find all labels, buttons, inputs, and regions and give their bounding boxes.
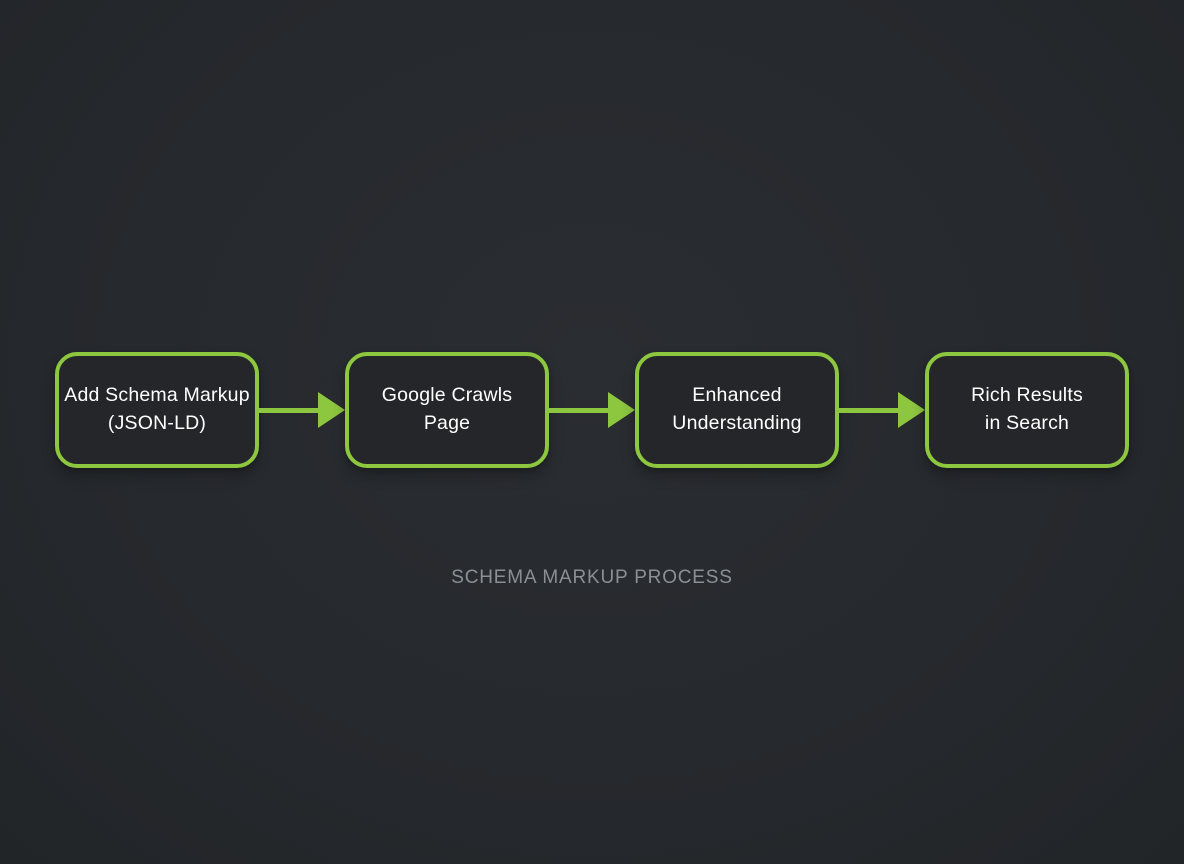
arrow-head bbox=[898, 392, 925, 428]
node-label-line: Add Schema Markup bbox=[64, 384, 250, 407]
node-label-line: (JSON-LD) bbox=[107, 412, 207, 434]
node-label-line: Rich Results bbox=[971, 384, 1083, 407]
node-label-line: Page bbox=[423, 412, 471, 434]
flow-node-add-schema-markup: Add Schema Markup (JSON-LD) bbox=[55, 352, 259, 468]
node-label-line: Enhanced bbox=[692, 384, 782, 407]
node-label-line: Understanding bbox=[672, 412, 802, 434]
arrow-right-icon bbox=[839, 392, 925, 428]
arrow-shaft bbox=[259, 407, 318, 413]
node-label-line: Google Crawls bbox=[381, 384, 513, 407]
arrow-shaft bbox=[839, 407, 898, 413]
diagram-caption: SCHEMA MARKUP PROCESS bbox=[451, 567, 733, 588]
arrow-head bbox=[608, 392, 635, 428]
arrow-shaft bbox=[549, 407, 608, 413]
arrow-head bbox=[318, 392, 345, 428]
flowchart-row: Add Schema Markup (JSON-LD) Google Crawl… bbox=[0, 352, 1184, 468]
arrow-right-icon bbox=[549, 392, 635, 428]
arrow-right-icon bbox=[259, 392, 345, 428]
flow-node-google-crawls-page: Google Crawls Page bbox=[345, 352, 549, 468]
node-label-line: in Search bbox=[984, 412, 1070, 434]
flow-node-enhanced-understanding: Enhanced Understanding bbox=[635, 352, 839, 468]
flow-node-rich-results-in-search: Rich Results in Search bbox=[925, 352, 1129, 468]
